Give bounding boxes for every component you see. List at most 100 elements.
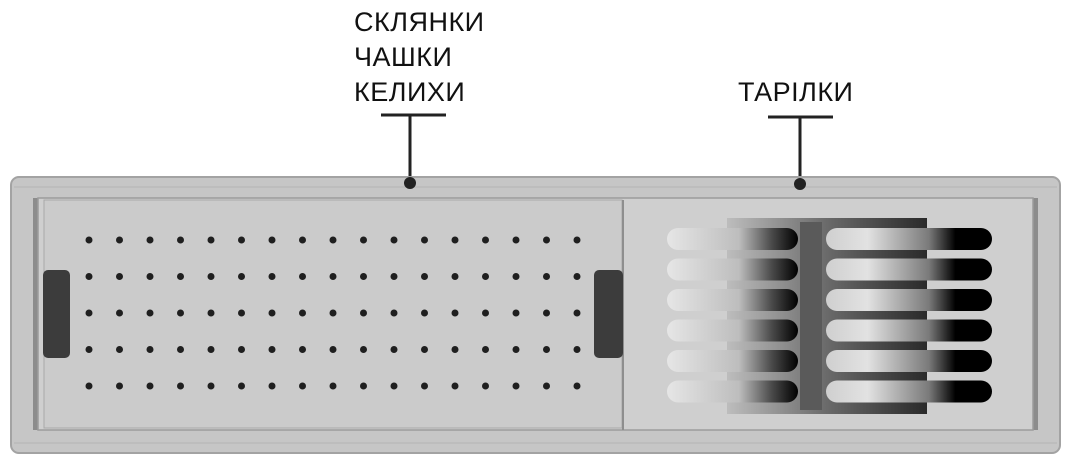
hole xyxy=(482,382,489,390)
hole xyxy=(543,309,550,317)
handle-left xyxy=(43,270,70,358)
callout-glasses-cups: СКЛЯНКИ ЧАШКИ КЕЛИХИ xyxy=(354,5,485,110)
hole xyxy=(207,309,215,317)
plate-slot-left xyxy=(667,228,798,250)
hole xyxy=(390,309,398,317)
hole xyxy=(573,273,581,280)
hole xyxy=(116,382,123,390)
hole xyxy=(116,309,123,317)
hole xyxy=(177,382,184,390)
hole xyxy=(543,382,550,390)
hole xyxy=(146,382,154,390)
hole xyxy=(207,382,215,390)
hole xyxy=(573,309,581,317)
hole xyxy=(299,273,306,280)
hole xyxy=(207,236,215,244)
hole xyxy=(177,309,184,317)
hole xyxy=(482,236,489,244)
hole xyxy=(451,236,459,244)
hole xyxy=(146,236,154,244)
hole xyxy=(421,382,428,390)
hole xyxy=(146,309,154,317)
hole xyxy=(329,382,337,390)
hole xyxy=(268,273,276,280)
hole xyxy=(512,309,520,317)
hole xyxy=(238,382,245,390)
hole xyxy=(116,273,123,280)
hole xyxy=(482,309,489,317)
hole xyxy=(421,309,428,317)
hole xyxy=(512,346,520,353)
plate-slot-right xyxy=(826,228,992,250)
hole xyxy=(573,236,581,244)
hole xyxy=(512,236,520,244)
hole xyxy=(207,273,215,280)
callout-line-1: СКЛЯНКИ xyxy=(354,7,485,37)
hole xyxy=(238,273,245,280)
leader-right xyxy=(768,115,833,183)
hole xyxy=(116,236,123,244)
hole xyxy=(116,346,123,353)
hole xyxy=(360,382,367,390)
leader-left xyxy=(381,113,446,180)
hole xyxy=(360,273,367,280)
hole xyxy=(390,382,398,390)
hole xyxy=(543,273,550,280)
hole xyxy=(329,346,337,353)
hole xyxy=(390,236,398,244)
hole xyxy=(451,346,459,353)
plate-slot-right xyxy=(826,258,992,281)
hole xyxy=(299,346,306,353)
hole xyxy=(177,273,184,280)
hole xyxy=(85,273,93,280)
plate-slot-right xyxy=(826,289,992,311)
hole xyxy=(299,382,306,390)
hole xyxy=(146,273,154,280)
plate-slot-right xyxy=(826,350,992,372)
hole xyxy=(268,236,276,244)
hole xyxy=(268,382,276,390)
hole xyxy=(512,382,520,390)
hole xyxy=(85,309,93,317)
hole xyxy=(238,309,245,317)
leader-dot xyxy=(404,177,416,189)
hole xyxy=(543,346,550,353)
plate-slot-left xyxy=(667,380,798,403)
hole xyxy=(451,273,459,280)
hole xyxy=(390,346,398,353)
hole xyxy=(360,236,367,244)
hole xyxy=(573,382,581,390)
hole xyxy=(421,346,428,353)
plate-slot-right xyxy=(826,319,992,342)
hole xyxy=(421,236,428,244)
plate-slot-left xyxy=(667,319,798,342)
plate-slot-left xyxy=(667,258,798,281)
plate-slot-left xyxy=(667,289,798,311)
hole xyxy=(268,346,276,353)
hole xyxy=(512,273,520,280)
callout-plates: ТАРІЛКИ xyxy=(738,75,853,110)
hole xyxy=(177,236,184,244)
hole xyxy=(85,236,93,244)
hole xyxy=(482,273,489,280)
hole xyxy=(299,309,306,317)
hole xyxy=(268,309,276,317)
leader-dot xyxy=(794,178,806,190)
hole xyxy=(329,236,337,244)
hole xyxy=(360,309,367,317)
callout-line-2: ЧАШКИ xyxy=(354,42,453,72)
handle-right xyxy=(594,270,623,358)
hole xyxy=(238,346,245,353)
plate-rack xyxy=(667,218,992,414)
hole xyxy=(482,346,489,353)
hole xyxy=(146,346,154,353)
holes-grid xyxy=(85,236,581,390)
hole xyxy=(85,382,93,390)
hole xyxy=(451,309,459,317)
hole xyxy=(238,236,245,244)
hole xyxy=(299,236,306,244)
callout-line-1: ТАРІЛКИ xyxy=(738,77,854,107)
hole xyxy=(360,346,367,353)
callout-line-3: КЕЛИХИ xyxy=(354,77,466,107)
